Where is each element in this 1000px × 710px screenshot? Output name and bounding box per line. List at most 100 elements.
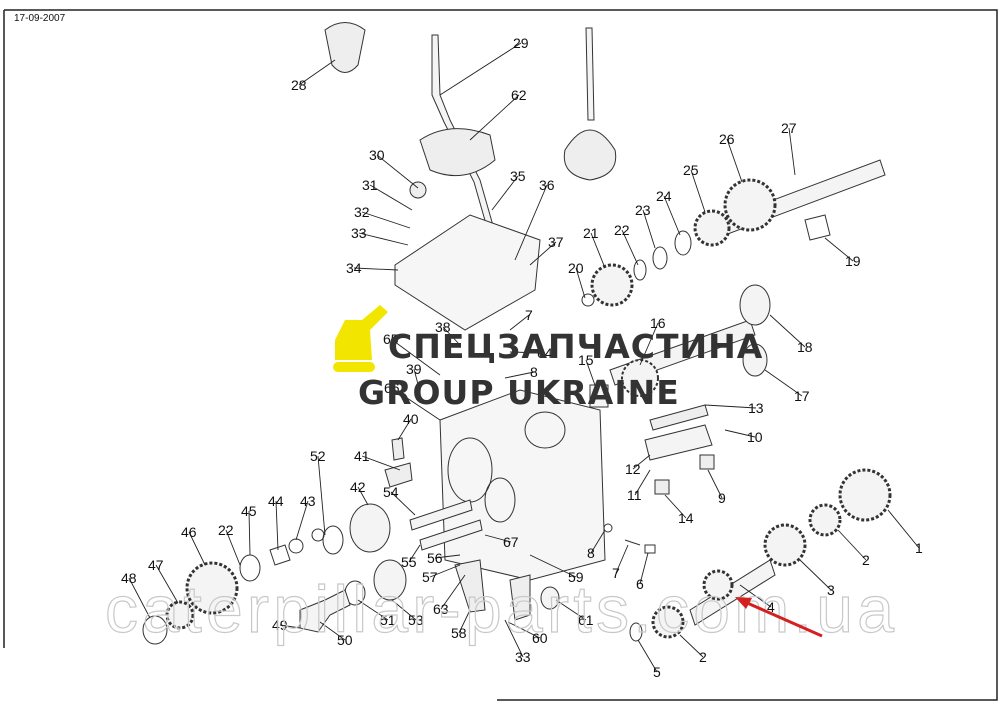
leader-line [225, 529, 241, 566]
callout-26: 26 [719, 131, 735, 147]
plate-19 [804, 214, 831, 241]
leader-line [275, 500, 279, 551]
leader-line [188, 531, 206, 566]
lever-boot-alt [563, 129, 617, 181]
callout-28: 28 [291, 77, 307, 93]
callout-53: 53 [408, 612, 424, 628]
rod-54 [409, 499, 473, 531]
callout-31: 31 [362, 177, 378, 193]
leader-line [429, 564, 461, 578]
callout-44: 44 [268, 493, 284, 509]
bush-61 [540, 586, 560, 610]
callout-30: 30 [369, 147, 385, 163]
leader-line [317, 455, 326, 536]
leader-line [788, 127, 796, 176]
callout-7: 7 [612, 565, 620, 581]
leader-line [484, 534, 512, 543]
callout-8: 8 [587, 545, 595, 561]
leader-line [690, 169, 706, 213]
leader-line [679, 634, 704, 658]
callout-55: 55 [401, 554, 417, 570]
leader-line [408, 544, 421, 563]
leader-line [442, 326, 461, 346]
leader-line [837, 529, 867, 561]
callout-49: 49 [272, 617, 288, 633]
leader-line [361, 211, 411, 229]
leader-line [439, 42, 522, 96]
callout-16: 16 [650, 315, 666, 331]
callout-35: 35 [510, 168, 526, 184]
gear-21 [590, 263, 634, 307]
flange-50 [299, 589, 351, 633]
leader-line [319, 621, 346, 641]
leader-line [358, 232, 409, 246]
gearbox-housing [439, 389, 606, 581]
leader-line [504, 371, 535, 379]
leader-line [491, 175, 519, 211]
callout-45: 45 [241, 503, 257, 519]
callout-27: 27 [781, 120, 797, 136]
callout-37: 37 [548, 234, 564, 250]
leader-line [507, 621, 541, 639]
callout-17: 17 [794, 388, 810, 404]
callout-23: 23 [635, 202, 651, 218]
callout-52: 52 [310, 448, 326, 464]
cover-plate [394, 214, 541, 331]
callout-24: 24 [656, 188, 672, 204]
leader-line [128, 577, 151, 619]
leader-line [585, 359, 597, 389]
gear-lever-alt [585, 27, 595, 121]
leader-line [390, 338, 441, 376]
leader-line [529, 554, 577, 578]
leader-line [357, 599, 389, 621]
callout-42: 42 [350, 479, 366, 495]
fork-58 [454, 559, 486, 613]
leader-line [590, 232, 606, 269]
gear-knob [324, 22, 366, 73]
shaft-4 [689, 559, 776, 626]
callout-22: 22 [218, 522, 234, 538]
leader-line [575, 267, 586, 299]
leader-line [298, 59, 336, 86]
leader-line [514, 184, 548, 261]
callout-48: 48 [121, 570, 137, 586]
leader-line [799, 559, 832, 591]
bearing-53 [373, 559, 407, 601]
leader-line [391, 599, 417, 621]
callout-56: 56 [427, 550, 443, 566]
callout-64: 64 [537, 345, 553, 361]
leader-line [739, 584, 772, 608]
callout-51: 51 [380, 612, 396, 628]
leader-line [248, 510, 251, 556]
gear-46 [185, 561, 239, 615]
callout-9: 9 [718, 490, 726, 506]
callout-22: 22 [614, 222, 630, 238]
leader-line [509, 351, 546, 354]
frame-border [4, 9, 998, 701]
spring-13 [649, 404, 709, 431]
leader-line [295, 500, 309, 541]
gear-1 [838, 468, 892, 522]
callout-18: 18 [797, 339, 813, 355]
callout-33: 33 [515, 649, 531, 665]
red-arrow-icon [735, 597, 823, 638]
watermark-site-url: caterpillar-parts.com.ua [105, 572, 895, 646]
plate-11 [644, 424, 713, 461]
leader-line [634, 469, 651, 496]
callout-41: 41 [354, 448, 370, 464]
callout-33: 33 [351, 225, 367, 241]
gear-2b [651, 605, 685, 639]
bearing-18 [739, 284, 771, 326]
gear-47 [165, 600, 195, 630]
leader-line [369, 184, 413, 211]
leader-line [504, 619, 524, 658]
gear-25 [693, 209, 731, 247]
bearing-17 [742, 343, 768, 377]
callout-47: 47 [148, 557, 164, 573]
leader-line [724, 429, 756, 438]
callout-66: 66 [384, 380, 400, 396]
leader-line [764, 369, 803, 397]
callout-46: 46 [181, 524, 197, 540]
watermark-logo-icon [333, 305, 388, 372]
callout-12: 12 [625, 461, 641, 477]
